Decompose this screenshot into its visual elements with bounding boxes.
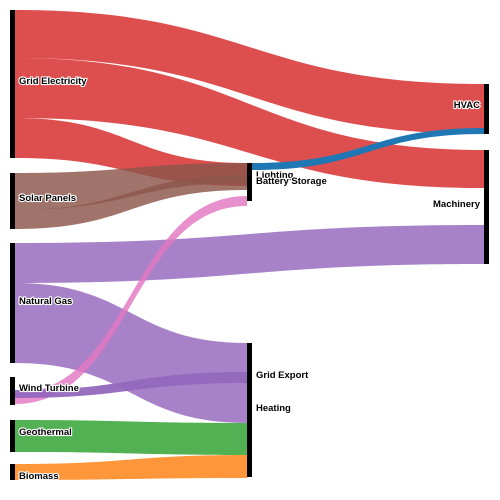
link-battery-storage-to-machinery bbox=[252, 128, 484, 170]
node-battery-storage bbox=[247, 175, 252, 180]
node-label-lighting: Lighting bbox=[256, 170, 294, 181]
node-heating bbox=[247, 343, 252, 477]
node-label-wind-turbine: Wind Turbine bbox=[19, 383, 79, 394]
links-layer bbox=[15, 10, 484, 480]
node-label-geothermal: Geothermal bbox=[19, 427, 72, 438]
node-geothermal bbox=[10, 420, 15, 452]
link-natural-gas-to-machinery bbox=[15, 225, 484, 283]
node-label-biomass: Biomass bbox=[19, 471, 59, 482]
node-label-battery-storage: Battery Storage bbox=[256, 176, 327, 187]
link-grid-electricity-to-machinery bbox=[15, 58, 484, 188]
node-machinery bbox=[484, 150, 489, 264]
node-solar-panels bbox=[10, 173, 15, 229]
link-biomass-to-heating bbox=[15, 455, 247, 480]
node-label-hvac: HVAC bbox=[454, 100, 480, 111]
node-natural-gas bbox=[10, 243, 15, 363]
link-solar-panels-to-lighting bbox=[15, 163, 247, 210]
node-biomass bbox=[10, 464, 15, 480]
node-grid-electricity bbox=[10, 10, 15, 158]
node-label-heating: Heating bbox=[256, 403, 291, 414]
link-wind-turbine-to-grid-export bbox=[15, 372, 247, 398]
link-wind-turbine-to-lighting bbox=[15, 196, 247, 404]
link-natural-gas-to-heating bbox=[15, 283, 247, 423]
node-hvac bbox=[484, 84, 489, 134]
link-solar-panels-to-battery-storage bbox=[15, 175, 247, 229]
node-label-grid-electricity: Grid Electricity bbox=[19, 76, 87, 87]
node-wind-turbine bbox=[10, 377, 15, 405]
node-label-natural-gas: Natural Gas bbox=[19, 296, 72, 307]
node-label-grid-export: Grid Export bbox=[256, 370, 309, 381]
node-lighting bbox=[247, 163, 252, 201]
link-grid-electricity-to-hvac bbox=[15, 10, 484, 134]
link-geothermal-to-heating bbox=[15, 420, 247, 455]
node-label-machinery: Machinery bbox=[433, 199, 481, 210]
nodes-layer bbox=[10, 10, 489, 480]
node-label-solar-panels: Solar Panels bbox=[19, 193, 76, 204]
